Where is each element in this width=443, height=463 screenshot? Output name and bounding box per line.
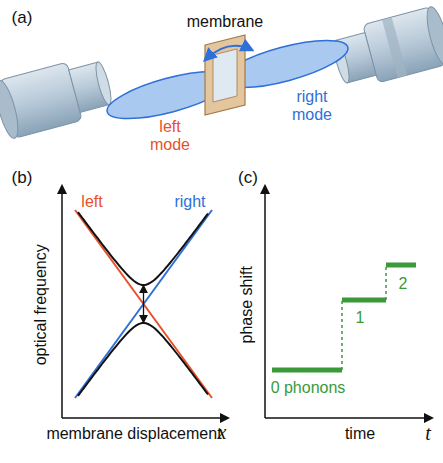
mode-label: right mode bbox=[287, 88, 337, 123]
panel-letter: (a) bbox=[12, 9, 33, 28]
line-label: left bbox=[81, 193, 102, 211]
axis-label: phase shift bbox=[238, 266, 256, 343]
axis-label: membrane displacement bbox=[46, 425, 221, 443]
panel-letter: (b) bbox=[12, 169, 33, 188]
panel-letter: (c) bbox=[238, 169, 258, 188]
axes bbox=[265, 186, 432, 418]
phonon-number: 0 phonons bbox=[271, 379, 346, 397]
phonon-number: 2 bbox=[399, 275, 408, 293]
part-label: membrane bbox=[187, 13, 263, 31]
line-label: right bbox=[174, 193, 205, 211]
mode-label: left mode bbox=[145, 118, 195, 153]
axis-label: optical frequency bbox=[31, 245, 49, 366]
tunneling-arrow bbox=[205, 46, 252, 60]
objective-lens bbox=[0, 53, 116, 140]
phonon-number: 1 bbox=[356, 309, 365, 327]
axis-label: time bbox=[345, 425, 375, 443]
phase-steps bbox=[272, 265, 416, 370]
axis-symbol: t bbox=[425, 422, 431, 444]
splitting-arrow bbox=[143, 286, 144, 322]
axis-symbol: x bbox=[218, 421, 227, 443]
hybrid-mode-curve bbox=[78, 212, 208, 285]
hybrid-mode-curve bbox=[78, 323, 208, 396]
left-mode-line bbox=[75, 210, 212, 398]
right-mode-line bbox=[75, 210, 212, 398]
axes bbox=[62, 186, 228, 418]
